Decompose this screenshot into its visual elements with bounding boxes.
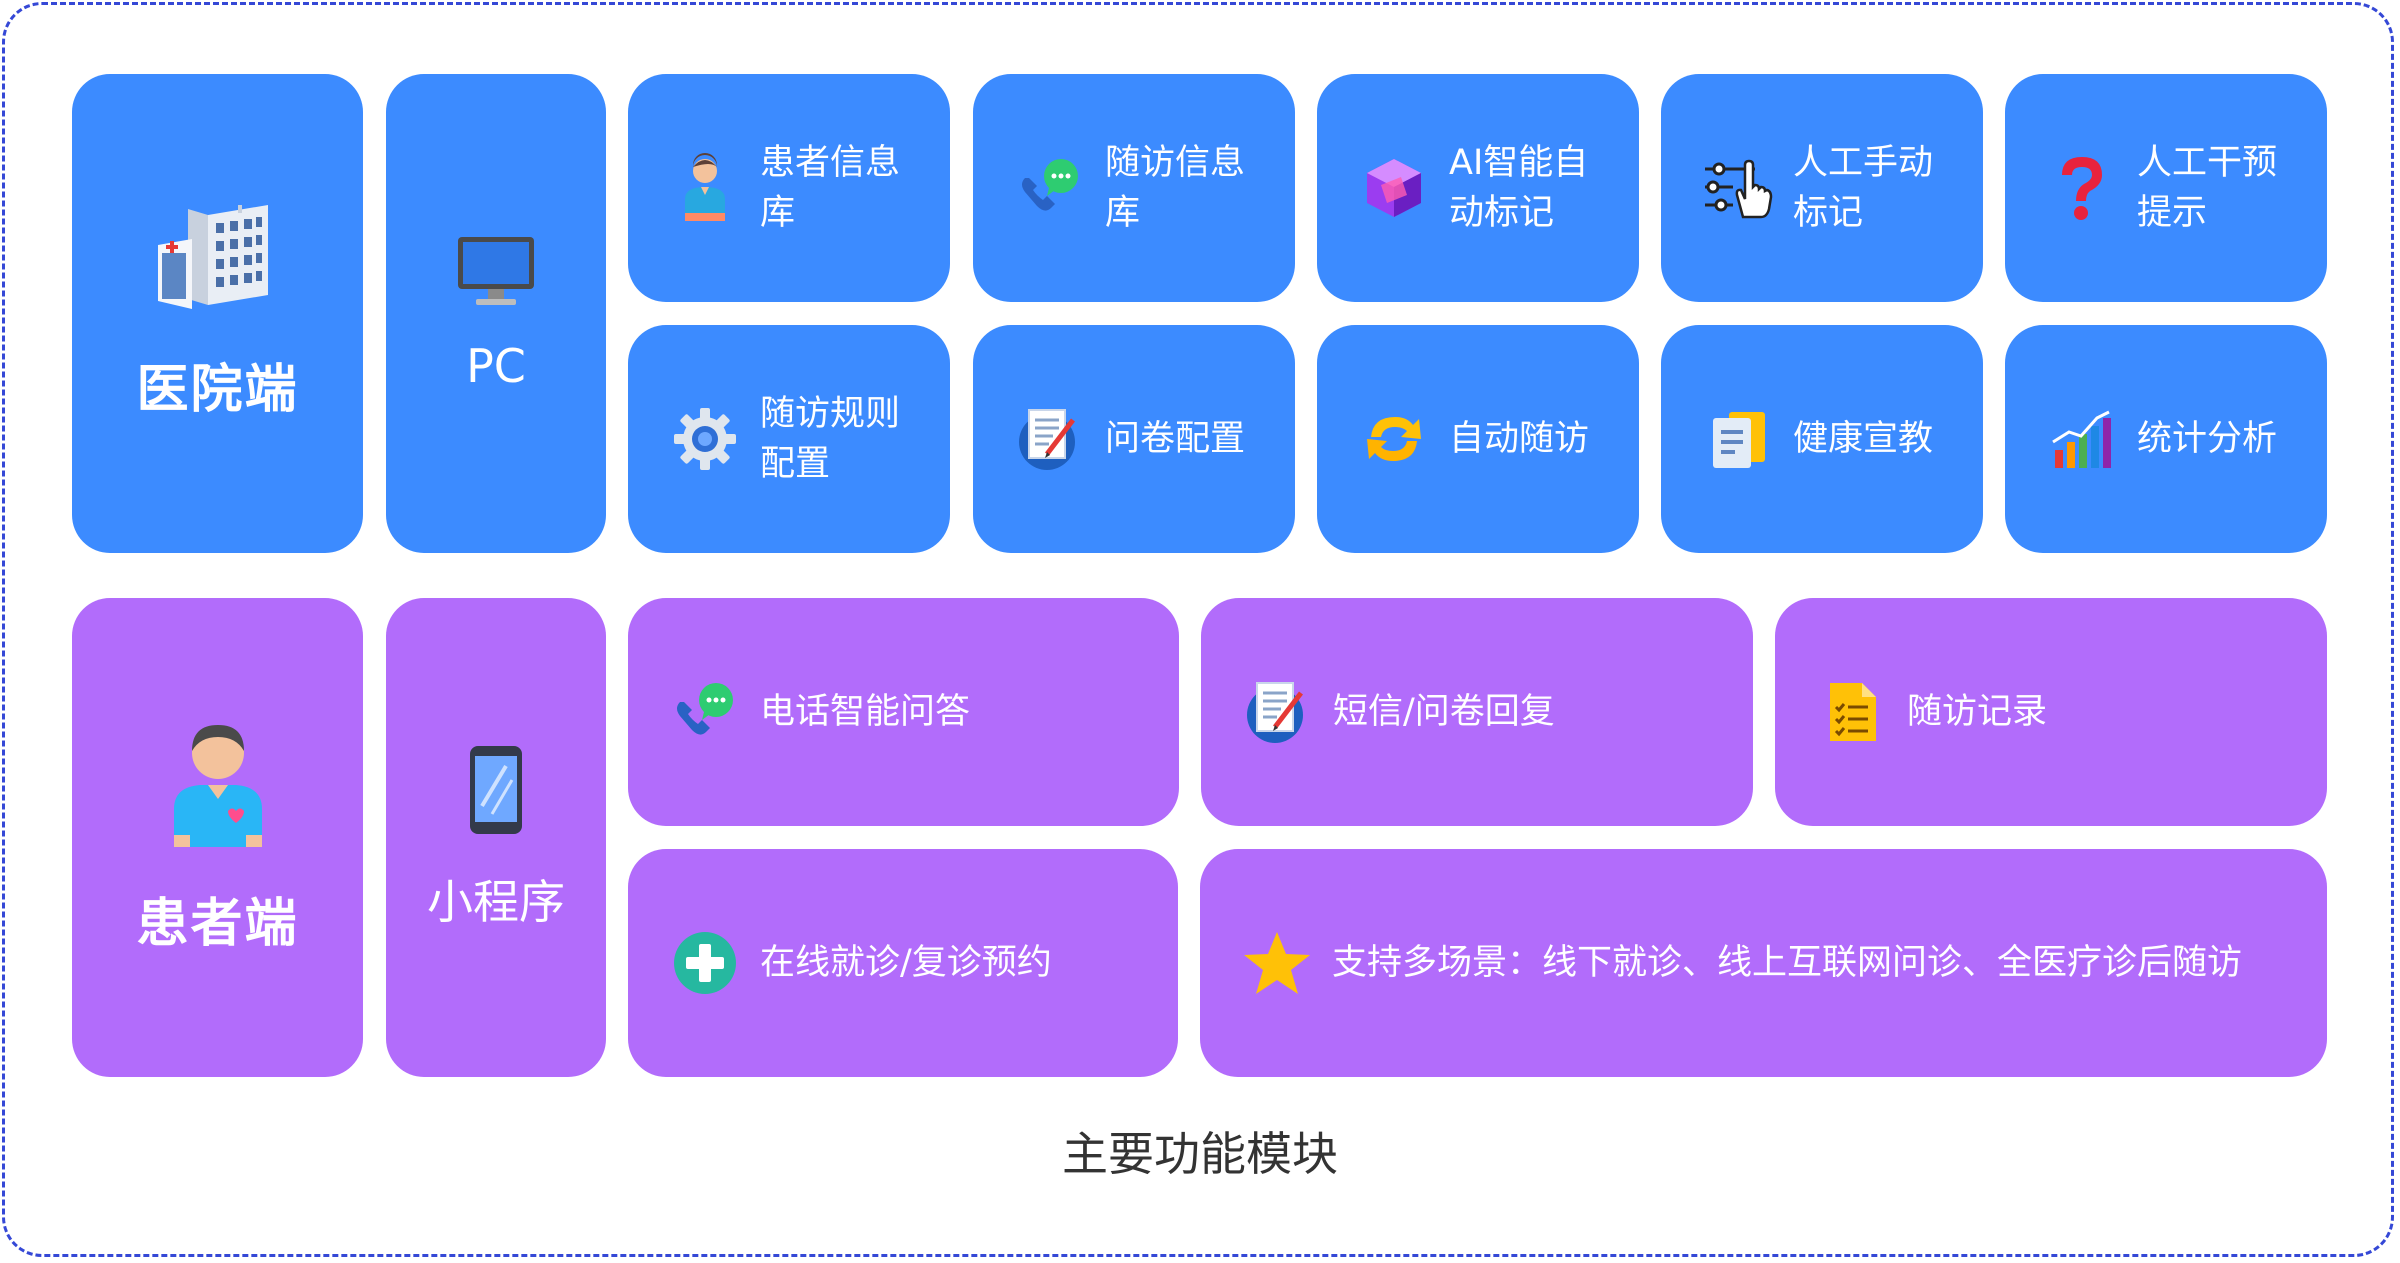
feature-tile-health-education[interactable]: 健康宣教 <box>1661 325 1983 553</box>
feature-label: 健康宣教 <box>1793 419 1934 459</box>
feature-tile-manual-intervention[interactable]: 人工干预提示 <box>2005 74 2327 302</box>
diagram-caption: 主要功能模块 <box>1062 1127 1338 1181</box>
feature-label: AI智能自动标记 <box>1449 143 1589 233</box>
smartphone-icon <box>468 744 524 840</box>
feature-tile-manual-mark[interactable]: 人工手动标记 <box>1661 74 1983 302</box>
questionnaire-icon <box>1243 677 1313 747</box>
feature-label: 人工干预提示 <box>2137 143 2278 233</box>
feature-tile-statistics[interactable]: 统计分析 <box>2005 325 2327 553</box>
feature-tile-ai-auto-mark[interactable]: AI智能自动标记 <box>1317 74 1639 302</box>
feature-tile-patient-database[interactable]: 患者信息库 <box>628 74 950 302</box>
hospital-side-tile: 医院端 <box>72 74 363 553</box>
feature-tile-questionnaire-config[interactable]: 问卷配置 <box>973 325 1295 553</box>
feature-tile-sms-reply[interactable]: 短信/问卷回复 <box>1201 598 1753 826</box>
gear-icon <box>670 404 740 474</box>
feature-label: 短信/问卷回复 <box>1333 692 1555 732</box>
feature-label: 支持多场景：线下就诊、线上互联网问诊、全医疗诊后随访 <box>1332 943 2243 983</box>
feature-label: 患者信息库 <box>760 143 901 233</box>
feature-label: 问卷配置 <box>1105 419 1246 459</box>
feature-label: 在线就诊/复诊预约 <box>760 943 1052 983</box>
monitor-icon <box>456 235 536 313</box>
feature-tile-followup-rules[interactable]: 随访规则配置 <box>628 325 950 553</box>
feature-label: 电话智能问答 <box>760 692 971 732</box>
feature-tile-followup-database[interactable]: 随访信息库 <box>973 74 1295 302</box>
miniprogram-platform-label: 小程序 <box>427 874 565 929</box>
ai-cube-icon <box>1359 153 1429 223</box>
pc-platform-tile: PC <box>386 74 606 553</box>
refresh-icon <box>1359 404 1429 474</box>
hospital-building-icon <box>157 203 278 319</box>
feature-tile-phone-ai-qa[interactable]: 电话智能问答 <box>628 598 1179 826</box>
patient-avatar-icon <box>170 719 266 853</box>
feature-label: 随访记录 <box>1907 692 2048 732</box>
patient-icon <box>670 153 740 223</box>
star-icon <box>1242 928 1312 998</box>
questionnaire-icon <box>1015 404 1085 474</box>
checklist-icon <box>1817 677 1887 747</box>
feature-label: 人工手动标记 <box>1793 143 1934 233</box>
feature-label: 随访信息库 <box>1105 143 1246 233</box>
bar-chart-icon <box>2047 404 2117 474</box>
medical-cross-icon <box>670 928 740 998</box>
document-icon <box>1703 404 1773 474</box>
phone-chat-icon <box>670 677 740 747</box>
feature-label: 自动随访 <box>1449 419 1590 459</box>
feature-tile-auto-followup[interactable]: 自动随访 <box>1317 325 1639 553</box>
patient-side-tile: 患者端 <box>72 598 363 1077</box>
pc-platform-label: PC <box>466 338 526 393</box>
miniprogram-platform-tile: 小程序 <box>386 598 606 1077</box>
feature-tile-followup-records[interactable]: 随访记录 <box>1775 598 2327 826</box>
feature-label: 统计分析 <box>2137 419 2278 459</box>
feature-label: 随访规则配置 <box>760 394 901 484</box>
question-mark-icon <box>2047 153 2117 223</box>
feature-tile-multi-scenario[interactable]: 支持多场景：线下就诊、线上互联网问诊、全医疗诊后随访 <box>1200 849 2327 1077</box>
patient-side-label: 患者端 <box>136 894 299 954</box>
hand-pointer-icon <box>1703 153 1773 223</box>
feature-tile-online-appointment[interactable]: 在线就诊/复诊预约 <box>628 849 1178 1077</box>
hospital-side-label: 医院端 <box>136 360 299 420</box>
phone-chat-icon <box>1015 153 1085 223</box>
